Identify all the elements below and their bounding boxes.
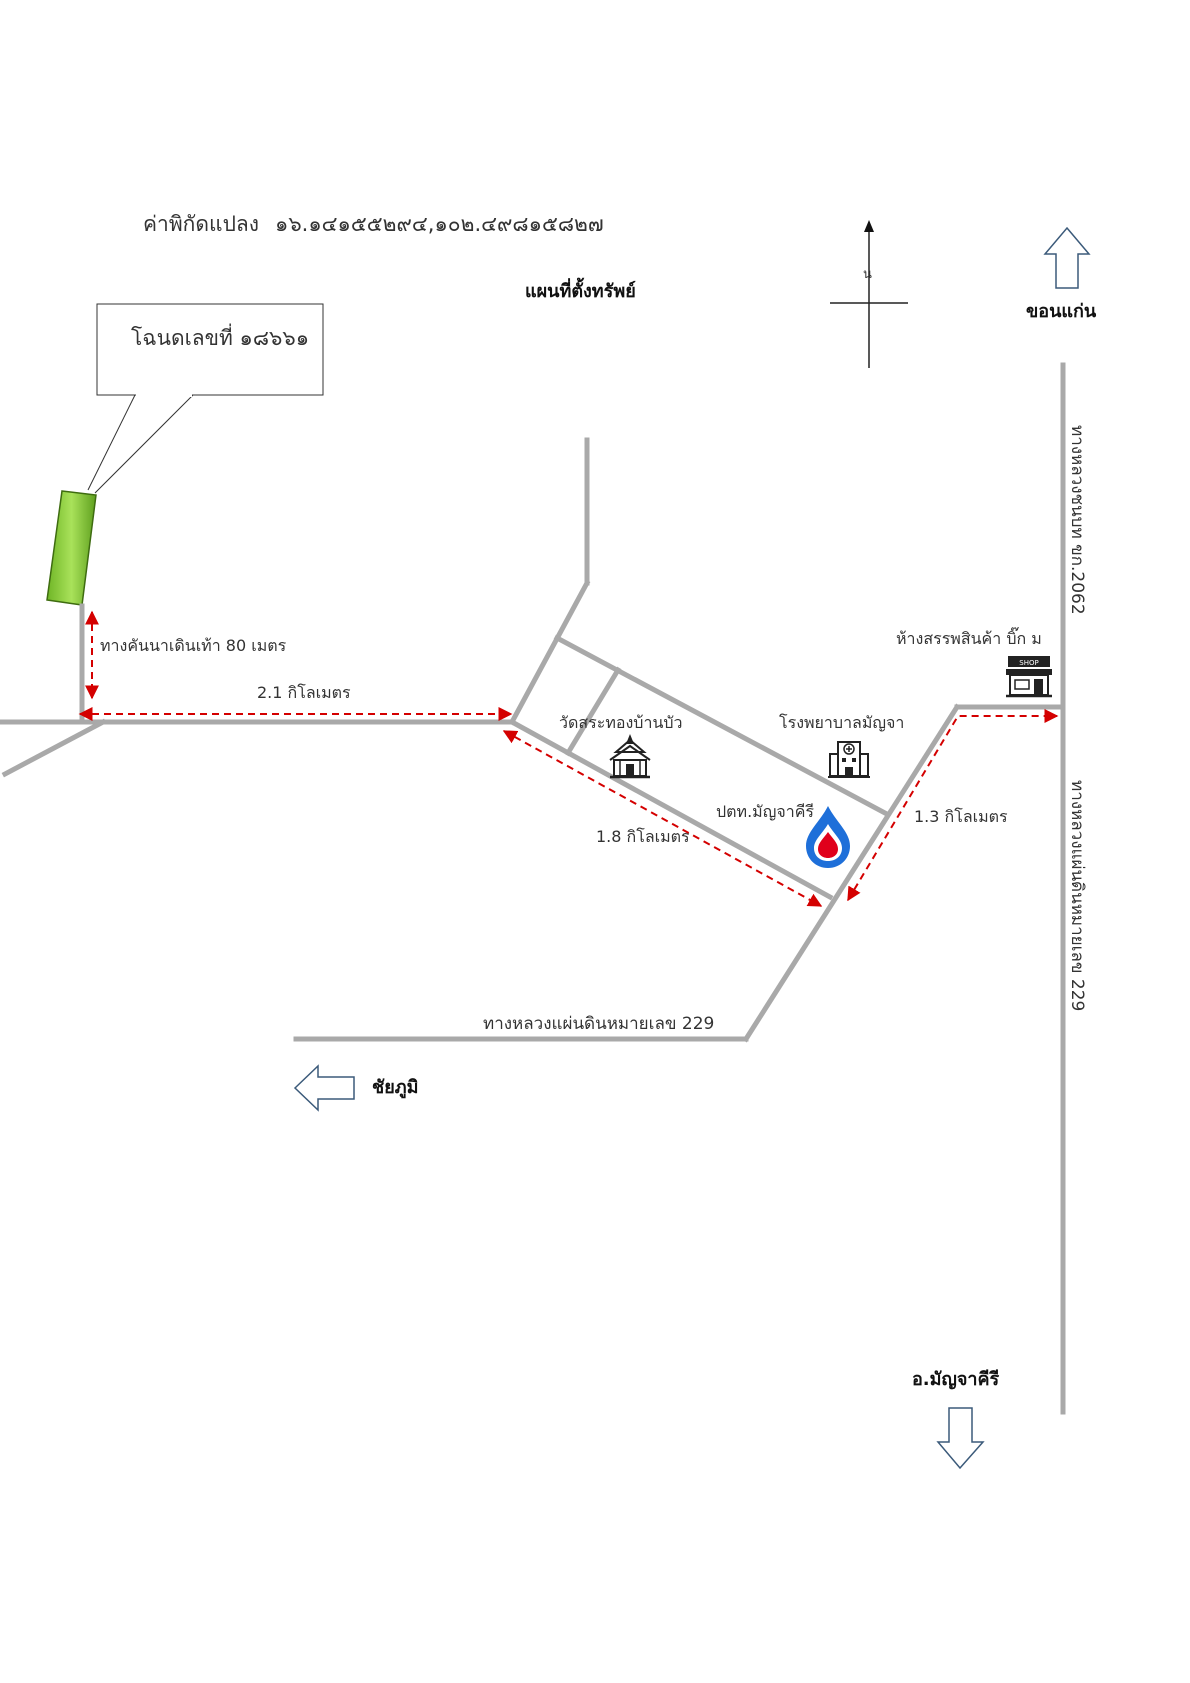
route-1-8km	[502, 730, 823, 907]
road-town-cross	[564, 666, 622, 757]
route-markers	[78, 610, 1059, 907]
coords-label: ค่าพิกัดแปลง	[143, 212, 259, 236]
temple-icon	[609, 734, 651, 779]
coords-value: ๑๖.๑๔๑๕๕๒๙๔,๑๐๒.๔๙๘๑๕๘๒๗	[275, 212, 604, 236]
road-north-spur-diag	[508, 579, 591, 726]
shop-icon: SHOP	[1006, 656, 1052, 698]
direction-west-label: ชัยภูมิ	[372, 1077, 419, 1099]
direction-north-label: ขอนแก่น	[1026, 301, 1097, 322]
deed-callout: โฉนดเลขที่ ๑๘๖๖๑	[87, 303, 324, 494]
land-parcel	[46, 490, 97, 606]
distance-2-1km-label: 2.1 กิโลเมตร	[257, 683, 351, 702]
down-arrow-icon	[936, 1407, 985, 1470]
north-arrow-icon	[864, 220, 874, 232]
direction-north: ขอนแก่น	[1026, 226, 1097, 322]
mall-label: ห้างสรรพสินค้า บิ๊ก ม	[896, 627, 1042, 648]
gas-station-label: ปตท.มัญจาคีรี	[716, 802, 814, 821]
hospital-icon	[828, 741, 870, 778]
road-town-upper	[553, 634, 889, 817]
highway-south-label: ทางหลวงแผ่นดินหมายเลข 229	[483, 1014, 714, 1034]
up-arrow-icon	[1043, 226, 1091, 289]
direction-south-label: อ.มัญจาคีรี	[912, 1369, 1000, 1390]
left-arrow-icon	[293, 1064, 355, 1112]
shop-sign-text: SHOP	[1019, 659, 1038, 667]
distance-1-8km-label: 1.8 กิโลเมตร	[596, 827, 690, 846]
distance-1-3km-label: 1.3 กิโลเมตร	[914, 807, 1008, 826]
road-southwest-branch	[1, 718, 107, 778]
route-1-3km	[847, 709, 1059, 902]
ptt-gas-icon	[806, 806, 850, 868]
temple-label: วัดสระทองบ้านบัว	[559, 713, 683, 732]
direction-west: ชัยภูมิ	[293, 1064, 419, 1112]
deed-number: โฉนดเลขที่ ๑๘๖๖๑	[131, 323, 309, 350]
compass: น	[830, 220, 908, 368]
hospital-label: โรงพยาบาลมัญจา	[779, 713, 904, 732]
rural-road-label: ทางหลวงชนบท ขก.2062	[1067, 425, 1087, 615]
road-network	[0, 362, 1066, 1415]
highway-east-label: ทางหลวงแผ่นดินหมายเลข 229	[1067, 780, 1087, 1011]
map-title: แผนที่ตั้งทรัพย์	[525, 277, 636, 302]
direction-south: อ.มัญจาคีรี	[912, 1369, 1000, 1470]
walkway-distance-label: ทางคันนาเดินเท้า 80 เมตร	[100, 636, 287, 655]
north-label: น	[863, 267, 872, 282]
